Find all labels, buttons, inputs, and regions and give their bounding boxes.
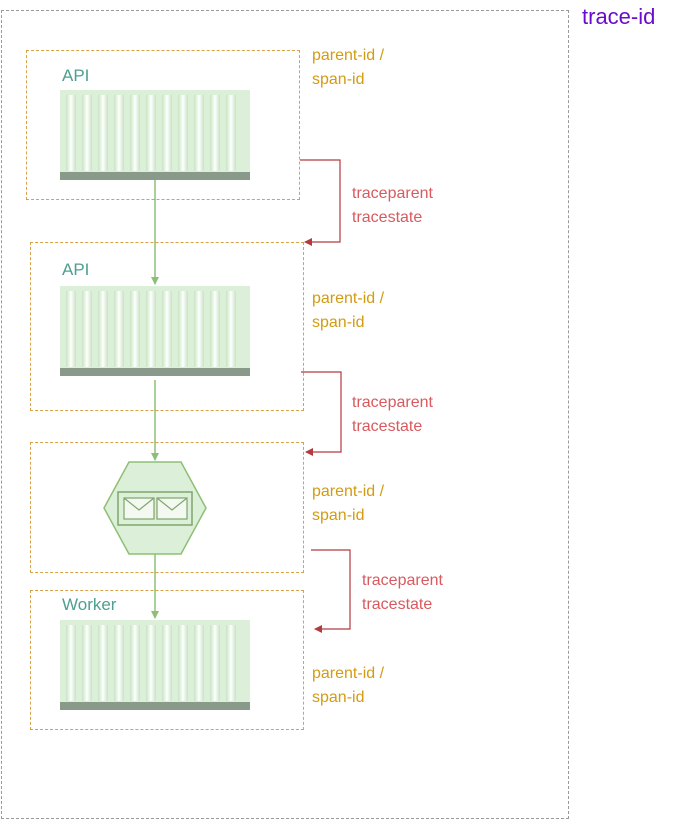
trace-id-label: trace-id <box>582 4 656 29</box>
span-ids-label-1: parent-id / span-id <box>312 44 384 92</box>
parent-id-text: parent-id / <box>312 665 385 682</box>
span-ids-label-3: parent-id / span-id <box>312 480 384 528</box>
span-ids-label-2: parent-id / span-id <box>312 287 384 335</box>
propagation-arrow <box>311 549 351 633</box>
span-box-4 <box>30 590 304 730</box>
service-label-api-2: API <box>62 260 90 279</box>
span-box-2 <box>30 242 304 411</box>
container-icon <box>60 286 250 376</box>
span-box-1 <box>26 50 300 200</box>
span-box-3 <box>30 442 304 573</box>
service-label-worker: Worker <box>62 595 117 614</box>
parent-id-text: parent-id / <box>312 47 385 64</box>
propagation-label-2: traceparent tracestate <box>352 391 433 439</box>
parent-id-text: parent-id / <box>312 290 385 307</box>
span-id-text: span-id <box>312 507 365 524</box>
propagation-arrow <box>301 371 342 456</box>
service-label-api-1: API <box>62 66 90 85</box>
trace-boundary <box>1 10 569 819</box>
traceparent-text: traceparent <box>362 572 443 589</box>
message-queue-icon <box>103 461 207 555</box>
span-id-text: span-id <box>312 314 365 331</box>
span-id-text: span-id <box>312 71 365 88</box>
container-icon <box>60 90 250 180</box>
span-ids-label-4: parent-id / span-id <box>312 662 384 710</box>
tracestate-text: tracestate <box>352 209 423 226</box>
traceparent-text: traceparent <box>352 185 433 202</box>
propagation-arrow <box>300 159 341 246</box>
container-icon <box>60 620 250 710</box>
parent-id-text: parent-id / <box>312 483 385 500</box>
traceparent-text: traceparent <box>352 394 433 411</box>
span-id-text: span-id <box>312 689 365 706</box>
propagation-label-1: traceparent tracestate <box>352 182 433 230</box>
tracestate-text: tracestate <box>352 418 423 435</box>
propagation-label-3: traceparent tracestate <box>362 569 443 617</box>
tracestate-text: tracestate <box>362 596 433 613</box>
